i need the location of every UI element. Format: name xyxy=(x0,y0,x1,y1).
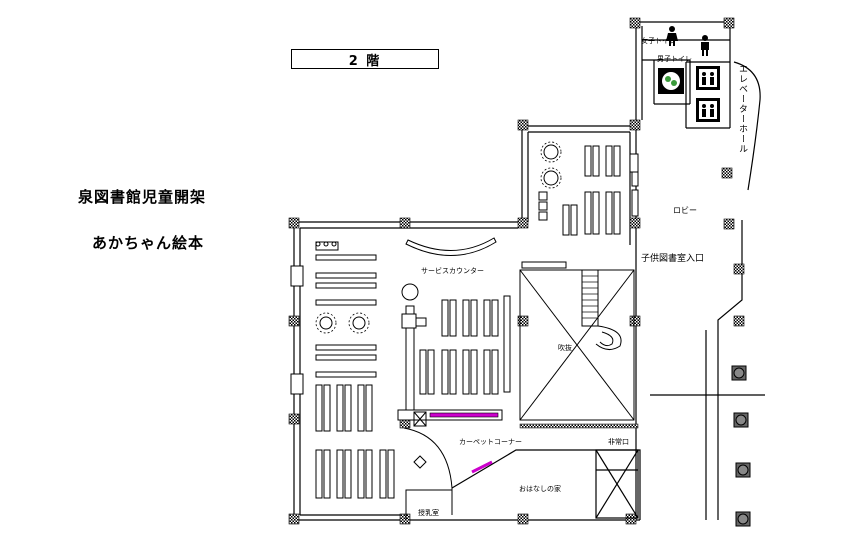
round-table xyxy=(401,283,419,301)
left-shelves xyxy=(315,241,511,499)
carpet-corner-label: カーペットコーナー xyxy=(459,438,522,446)
library-section-title: 泉図書館児童開架 xyxy=(78,188,207,206)
womens-restroom-icon xyxy=(666,26,678,46)
womens-restroom-label: 女子トイレ xyxy=(641,37,676,45)
round-pillars xyxy=(731,365,751,527)
story-room-label: おはなしの家 xyxy=(519,485,561,493)
library-section-subtitle: あかちゃん絵本 xyxy=(92,234,205,252)
atrium-outline xyxy=(519,261,635,421)
stair-steps xyxy=(582,275,598,319)
floor-label: 2 階 xyxy=(348,53,382,69)
nursing-room-label: 授乳室 xyxy=(418,509,439,517)
service-counter-label: サービスカウンター xyxy=(421,267,484,275)
service-counter-desk xyxy=(405,237,497,256)
walls xyxy=(293,21,765,521)
children-library-entrance-label: 子供図書室入口 xyxy=(641,254,705,264)
carpet-accent-bar xyxy=(429,412,499,418)
atrium-label: 吹抜 xyxy=(558,344,572,352)
pillars xyxy=(288,17,745,525)
mens-restroom-icon xyxy=(701,35,709,56)
story-room-accent xyxy=(471,460,493,474)
restroom-icons xyxy=(658,26,720,122)
accessible-restroom-icon xyxy=(658,68,684,94)
mens-restroom-label: 男子トイレ xyxy=(657,55,692,63)
elevator-hall-label: エレベーターホール xyxy=(737,64,747,154)
upper-shelves xyxy=(538,144,639,236)
lobby-label: ロビー xyxy=(673,206,697,215)
floor-badge: 2 階 xyxy=(291,49,439,69)
elevator-icon xyxy=(696,98,720,122)
story-room-walls xyxy=(451,449,641,520)
emergency-exit-label: 非常口 xyxy=(608,438,629,446)
elevator-icon xyxy=(696,66,720,90)
